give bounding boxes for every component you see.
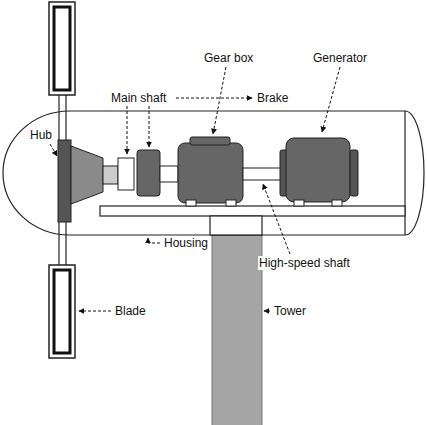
- blade-shape: [49, 2, 75, 95]
- gearbox-shape: [178, 143, 243, 203]
- gearbox-foot: [186, 200, 196, 206]
- leader-line: [79, 311, 111, 312]
- part-label: Main shaft: [110, 91, 167, 105]
- hub-shape: [58, 140, 71, 222]
- leader-line: [264, 311, 270, 312]
- part-label: High-speed shaft: [258, 256, 351, 270]
- yaw-joint: [210, 216, 262, 235]
- part-label: Blade: [114, 304, 147, 318]
- part-label: Tower: [273, 304, 307, 318]
- blade-shape: [49, 265, 75, 358]
- high-speed-shaft-shape: [243, 168, 283, 180]
- generator-foot: [332, 200, 342, 206]
- gearbox-cap: [190, 137, 230, 145]
- generator-cap: [350, 150, 358, 196]
- blade-shape: [54, 7, 70, 90]
- leader-line: [148, 238, 160, 243]
- leader-line: [50, 144, 57, 156]
- generator-shape: [286, 138, 350, 202]
- generator-foot: [294, 200, 304, 206]
- leader-line: [263, 184, 290, 254]
- gearbox-foot: [226, 200, 236, 206]
- part-label: Generator: [312, 51, 368, 65]
- hub-nose: [71, 146, 103, 204]
- main-shaft-shape: [118, 158, 134, 190]
- brake-shape: [137, 150, 160, 196]
- blade-shape: [54, 270, 70, 353]
- leader-line: [176, 98, 252, 99]
- tower-shape: [212, 235, 262, 425]
- shaft-coupling: [103, 166, 118, 184]
- part-label: Brake: [256, 91, 289, 105]
- leader-line: [127, 106, 128, 154]
- leader-line: [149, 106, 150, 147]
- part-label: Hub: [29, 128, 53, 142]
- leader-line: [213, 67, 226, 134]
- bedplate: [100, 206, 405, 216]
- part-label: Gear box: [203, 51, 254, 65]
- part-label: Housing: [163, 236, 209, 250]
- leader-line: [322, 67, 340, 132]
- shaft-piece: [160, 166, 178, 182]
